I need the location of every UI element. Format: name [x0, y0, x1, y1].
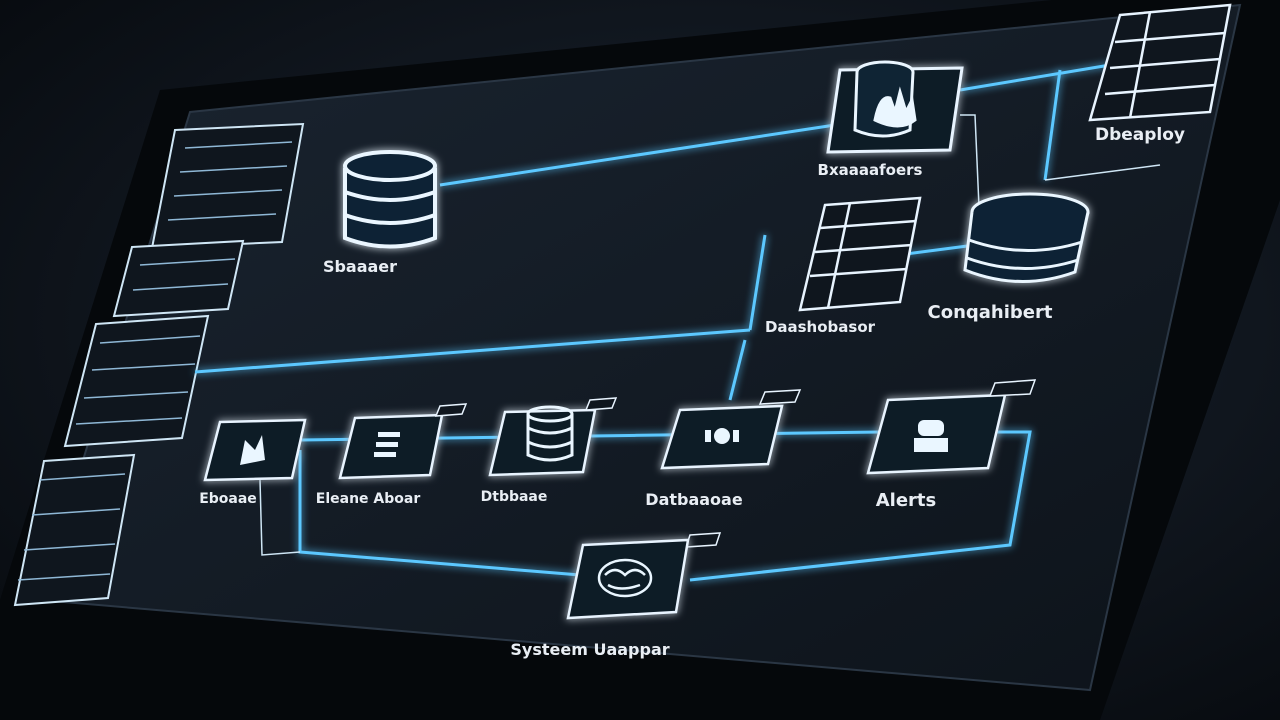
storage-database-icon: [343, 150, 437, 249]
connector-vertical-3: [728, 339, 747, 401]
alerts-node[interactable]: [866, 393, 1007, 475]
node-1-hand-gesture-icon: [240, 435, 265, 465]
dashboard-node[interactable]: [798, 196, 922, 312]
alerts-label: Alerts: [876, 490, 937, 511]
alerts-robot-icon: [914, 420, 948, 452]
system-mapper-node[interactable]: [566, 538, 690, 620]
node-2-stack-icon: [374, 432, 400, 457]
node-3-database-icon: [526, 405, 574, 462]
node-2-label: Eleane Aboar: [316, 491, 421, 507]
storage-label: Sbaaaer: [323, 257, 397, 276]
node-2[interactable]: [338, 413, 444, 480]
node-4[interactable]: [660, 404, 784, 470]
database-top-label: Bxaaaafoers: [818, 161, 923, 179]
node-1-label: Eboaae: [199, 491, 257, 507]
connector-node-row-2: [689, 430, 1032, 582]
sidebar-panel-2[interactable]: [112, 239, 245, 318]
storage-node[interactable]: [343, 150, 437, 249]
thin-connectors: [259, 114, 1161, 556]
sidebar-panel-1[interactable]: [150, 122, 305, 250]
component-label: Conqahibert: [928, 302, 1053, 323]
node-1[interactable]: [203, 418, 307, 482]
sidebar-panel-4[interactable]: [13, 453, 136, 607]
system-mapper-brain-icon: [597, 558, 653, 598]
connector-db-deploy: [959, 63, 1111, 92]
connector-vertical-2: [748, 234, 767, 331]
component-server-rack-icon: [963, 192, 1090, 284]
node-3-label: Dtbbaae: [481, 489, 548, 505]
database-top-node[interactable]: [826, 60, 964, 154]
sidebar-rows: [17, 141, 293, 581]
tags: [434, 379, 1037, 548]
node-3[interactable]: [488, 405, 597, 477]
node-4-network-icon: [705, 428, 739, 444]
node-4-label: Datbaaoae: [645, 490, 743, 509]
connector-storage-db: [439, 123, 836, 187]
connector-vertical-1: [1043, 69, 1062, 181]
database-top-hand-icon: [853, 60, 917, 138]
deployment-node[interactable]: [1088, 3, 1232, 122]
sidebar-panel-3[interactable]: [63, 314, 210, 448]
connector-sidebar-main: [194, 328, 751, 374]
component-node[interactable]: [963, 192, 1090, 284]
sidebar: [13, 122, 305, 607]
deployment-label: Dbeaploy: [1095, 125, 1185, 145]
system-mapper-label: Systeem Uaappar: [510, 640, 669, 659]
dashboard-label: Daashobasor: [765, 318, 876, 336]
